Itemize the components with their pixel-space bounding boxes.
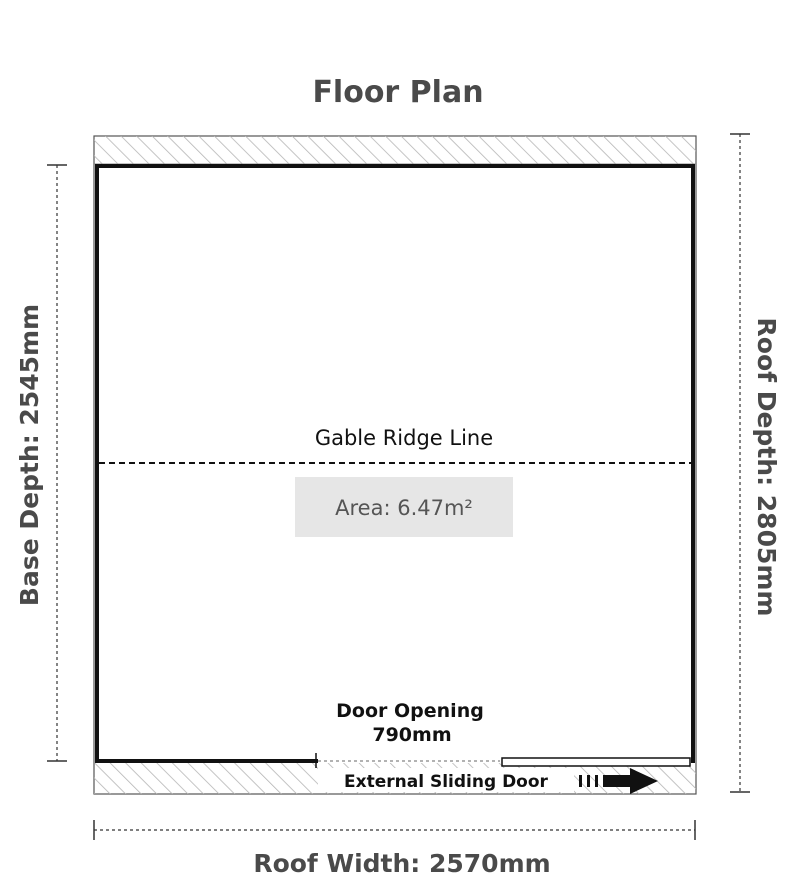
base-depth-dimension [47, 164, 67, 762]
page-title: Floor Plan [312, 75, 483, 110]
roof-width-dimension [93, 820, 696, 840]
base-walls [95, 164, 695, 763]
door-opening-label: Door Opening [336, 700, 484, 722]
roof-outline [93, 135, 697, 795]
sliding-door-label: External Sliding Door [344, 772, 548, 792]
roof-overhang-top [94, 136, 696, 164]
door-width-label: 790mm [372, 724, 451, 746]
base-depth-label: Base Depth: 2545mm [15, 304, 44, 606]
area-box [295, 477, 513, 537]
gable-ridge-label: Gable Ridge Line [315, 426, 493, 450]
roof-depth-label: Roof Depth: 2805mm [752, 318, 781, 617]
roof-width-label: Roof Width: 2570mm [253, 849, 550, 878]
area-label: Area: 6.47m² [335, 496, 473, 520]
sliding-door-panel [501, 757, 691, 767]
roof-depth-dimension [730, 133, 750, 793]
sliding-direction-arrow-icon [579, 768, 658, 794]
sliding-door-label-bg [318, 768, 574, 792]
